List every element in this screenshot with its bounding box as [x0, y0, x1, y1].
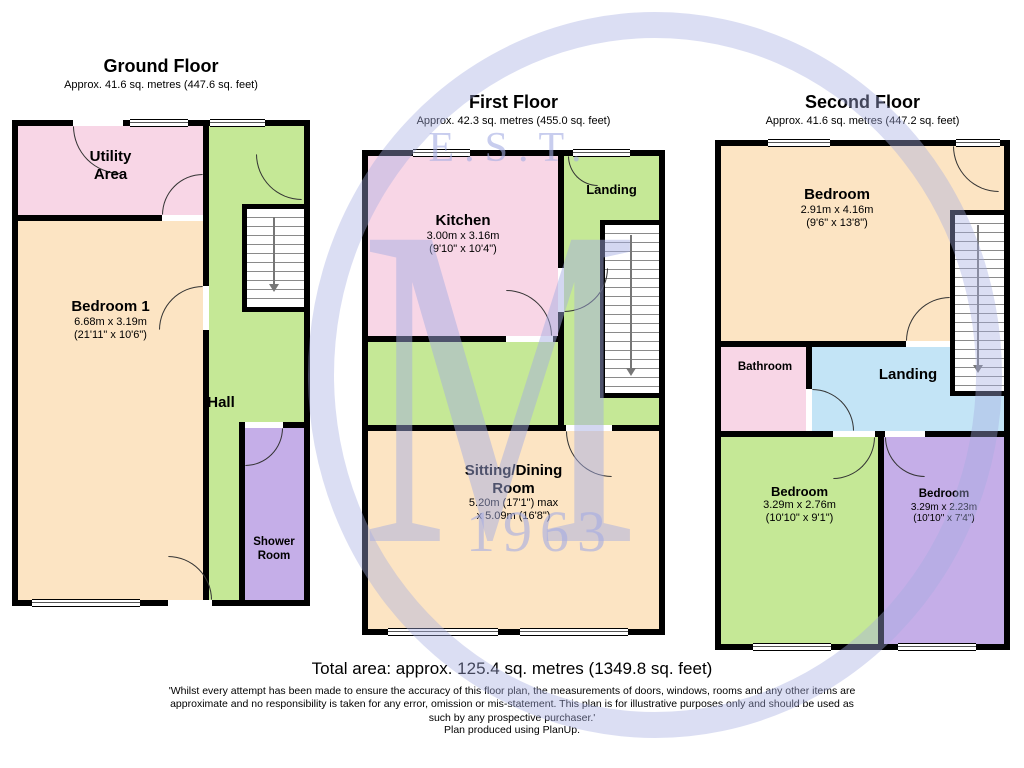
first-floor-title: First Floor — [469, 92, 558, 112]
room-name: Landing — [878, 366, 938, 383]
room-label-shower: Shower Room — [237, 536, 311, 563]
room-dims-imperial: (10'10" x 9'1") — [765, 512, 834, 525]
room-dims-metric: 2.91m x 4.16m — [800, 203, 874, 216]
room-dims-metric: 6.68m x 3.19m — [74, 315, 147, 328]
room-label-landing: Landing — [812, 366, 1004, 384]
room-name: Kitchen — [435, 212, 491, 229]
window — [388, 628, 498, 636]
door-opening — [885, 431, 925, 437]
window — [898, 643, 976, 651]
bathroom-room — [721, 347, 806, 431]
window — [32, 599, 140, 607]
window — [130, 119, 188, 127]
ground-floor-area: Approx. 41.6 sq. metres (447.6 sq. feet) — [64, 79, 258, 91]
room-label-sitting-dining: Sitting/Dining Room 5.20m (17'1") max x … — [368, 462, 659, 523]
door-opening — [245, 422, 283, 428]
stairs-arrow-icon — [626, 235, 636, 376]
wall-segment — [878, 437, 884, 644]
second-floor-header: Second Floor Approx. 41.6 sq. metres (44… — [715, 92, 1010, 127]
room-label-bedroom-top: Bedroom 2.91m x 4.16m (9'6" x 13'8") — [721, 186, 953, 230]
ground-floor-title: Ground Floor — [103, 56, 219, 76]
disclaimer-text: 'Whilst every attempt has been made to e… — [168, 685, 856, 724]
room-dims-imperial: x 5.09m (16'8") — [476, 510, 551, 523]
room-name: Bedroom — [804, 186, 870, 203]
staircase — [600, 220, 659, 398]
window — [520, 628, 628, 636]
stairs-arrow-icon — [973, 225, 983, 373]
first-floor-area: Approx. 42.3 sq. metres (455.0 sq. feet) — [416, 115, 611, 127]
second-floor-area: Approx. 41.6 sq. metres (447.2 sq. feet) — [765, 115, 960, 127]
window — [753, 643, 831, 651]
room-dims-metric: 3.29m x 2.23m — [910, 501, 978, 513]
room-label-bedroom1: Bedroom 1 6.68m x 3.19m (21'11" x 10'6") — [18, 298, 203, 342]
door-opening — [833, 431, 875, 437]
room-label-bedroom-right: Bedroom 3.29m x 2.23m (10'10" x 7'4") — [881, 488, 1007, 525]
window — [573, 149, 630, 157]
room-dims-metric: 3.00m x 3.16m — [426, 229, 500, 242]
room-name: Bedroom — [918, 488, 970, 500]
room-dims-imperial: (9'10" x 10'4") — [429, 242, 497, 255]
wall-segment — [18, 215, 203, 221]
wall-segment — [368, 336, 564, 342]
room-name: Sitting/Dining Room — [464, 462, 563, 497]
wall-segment — [203, 126, 209, 600]
room-dims-metric: 3.29m x 2.76m — [763, 499, 836, 512]
first-floor-header: First Floor Approx. 42.3 sq. metres (455… — [362, 92, 665, 127]
wall-segment — [239, 422, 245, 600]
door-opening — [162, 215, 203, 221]
room-name: Bathroom — [737, 361, 793, 373]
sitting-dining-room — [368, 431, 659, 629]
room-label-utility: Utility Area — [28, 148, 193, 183]
room-name: Landing — [586, 182, 637, 197]
room-label-bathroom: Bathroom — [721, 361, 809, 375]
door-opening — [906, 341, 950, 347]
room-dims-imperial: (21'11" x 10'6") — [74, 328, 147, 341]
door-opening — [558, 268, 564, 312]
door-opening — [168, 600, 212, 606]
room-dims-metric: 5.20m (17'1") max — [468, 497, 559, 510]
staircase — [950, 210, 1004, 396]
room-label-kitchen: Kitchen 3.00m x 3.16m (9'10" x 10'4") — [368, 212, 558, 256]
room-dims-imperial: (9'6" x 13'8") — [806, 216, 868, 229]
room-label-bedroom-left: Bedroom 3.29m x 2.76m (10'10" x 9'1") — [721, 484, 878, 525]
room-name: Bedroom — [770, 484, 829, 499]
door-opening — [203, 286, 209, 330]
room-label-landing: Landing — [564, 182, 659, 197]
staircase — [242, 204, 304, 312]
room-dims-imperial: (10'10" x 7'4") — [913, 513, 975, 525]
room-name: Hall — [207, 394, 235, 411]
ground-floor-header: Ground Floor Approx. 41.6 sq. metres (44… — [12, 56, 310, 91]
bedroom1-room — [18, 221, 203, 600]
window — [768, 139, 830, 147]
stairs-arrow-icon — [269, 217, 279, 292]
second-floor-plan: Bedroom 2.91m x 4.16m (9'6" x 13'8") Bat… — [715, 139, 1010, 651]
total-area-text: Total area: approx. 125.4 sq. metres (13… — [311, 659, 713, 678]
window — [413, 149, 470, 157]
door-opening — [806, 389, 812, 431]
door-opening — [566, 425, 612, 431]
room-name: Bedroom 1 — [71, 298, 150, 315]
window — [210, 119, 265, 127]
first-floor-plan: Kitchen 3.00m x 3.16m (9'10" x 10'4") La… — [362, 149, 665, 636]
room-name: Shower Room — [253, 536, 295, 562]
wall-segment — [721, 341, 950, 347]
room-name: Utility Area — [89, 148, 132, 183]
ground-floor-plan: Utility Area Bedroom 1 6.68m x 3.19m (21… — [12, 119, 311, 607]
door-opening — [506, 336, 553, 342]
door-opening — [73, 120, 123, 126]
second-floor-title: Second Floor — [804, 92, 920, 112]
wall-segment — [368, 425, 659, 431]
landing-corridor — [368, 336, 558, 431]
room-label-hall: Hall — [171, 394, 271, 412]
produced-by-text: Plan produced using PlanUp. — [443, 724, 580, 736]
window — [956, 139, 1000, 147]
